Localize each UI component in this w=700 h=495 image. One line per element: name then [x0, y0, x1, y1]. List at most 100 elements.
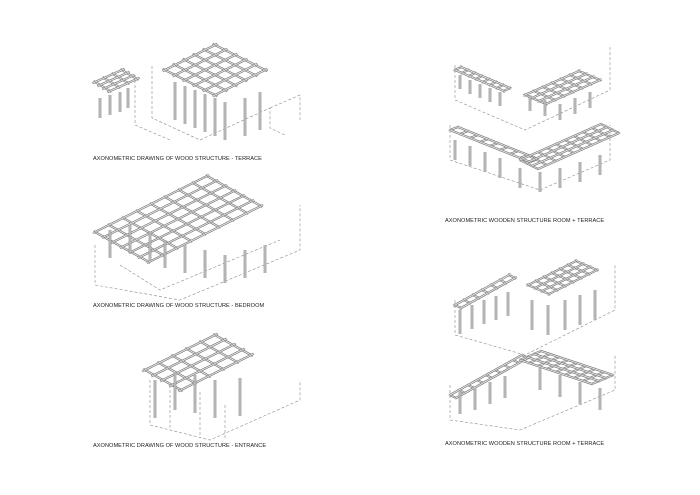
hidden-wall-outline	[134, 75, 171, 141]
timber-beam-highlight	[172, 63, 228, 92]
timber-beam-highlight	[591, 127, 611, 138]
timber-beam-highlight	[454, 357, 530, 399]
timber-beam-highlight	[518, 359, 594, 385]
timber-beam-highlight	[93, 80, 112, 93]
timber-beam-highlight	[453, 273, 511, 307]
timber-beam-highlight	[537, 151, 557, 162]
timber-beam-highlight	[202, 63, 258, 92]
timber-beam-highlight	[523, 69, 581, 97]
timber-beam-highlight	[534, 280, 559, 291]
timber-beam-highlight	[453, 69, 506, 92]
timber-beam-highlight	[119, 189, 237, 249]
timber-beam-highlight	[102, 74, 135, 90]
timber-beam-highlight	[182, 58, 238, 87]
timber-beam-highlight	[573, 135, 593, 146]
timber-beam-highlight	[528, 155, 548, 166]
entrance-structure-drawing	[141, 332, 301, 441]
timber-beam-highlight	[459, 66, 512, 89]
timber-beam-highlight	[558, 268, 583, 279]
timber-beam-highlight	[212, 43, 268, 72]
timber-beam-highlight	[92, 68, 125, 84]
timber-beam-highlight	[536, 132, 621, 170]
timber-beam-highlight	[542, 276, 567, 287]
timber-beam-highlight	[537, 356, 560, 367]
timber-beam-highlight	[160, 343, 236, 382]
terrace-structure-drawing	[91, 42, 301, 141]
timber-beam-highlight	[524, 126, 609, 164]
hidden-wall-outline	[449, 355, 616, 431]
timber-beam-highlight	[128, 194, 246, 254]
timber-beam-highlight	[519, 159, 539, 170]
timber-beam-highlight	[530, 129, 615, 167]
timber-beam-highlight	[539, 350, 615, 376]
timber-beam-highlight	[600, 123, 620, 134]
timber-beam-highlight	[448, 129, 532, 163]
timber-beam-highlight	[212, 68, 268, 97]
timber-beam-highlight	[162, 43, 218, 72]
timber-beam-highlight	[137, 199, 255, 259]
timber-beam-highlight	[573, 368, 596, 379]
hidden-wall-outline	[94, 205, 301, 301]
caption-terrace: AXONOMETRIC DRAWING OF WOOD STRUCTURE - …	[93, 156, 262, 162]
timber-beam-highlight	[120, 68, 139, 81]
timber-beam-highlight	[97, 71, 130, 87]
timber-beam-highlight	[555, 143, 575, 154]
timber-beam-highlight	[526, 284, 551, 295]
timber-beam-highlight	[582, 371, 605, 382]
timber-beam-highlight	[519, 350, 542, 361]
room-terrace-structure-drawing-2	[448, 259, 616, 431]
timber-beam-highlight	[568, 74, 593, 85]
timber-beam-highlight	[182, 53, 238, 82]
timber-beam-highlight	[526, 259, 578, 287]
timber-beam-highlight	[532, 353, 608, 379]
timber-beam-highlight	[169, 348, 245, 387]
timber-beam-highlight	[92, 174, 210, 234]
hidden-wall-outline	[454, 265, 616, 356]
timber-beam-highlight	[528, 353, 551, 364]
timber-beam-highlight	[107, 77, 140, 93]
hidden-wall-outline	[269, 94, 301, 120]
timber-beam-highlight	[162, 68, 218, 97]
hidden-wall-outline	[119, 239, 281, 291]
timber-beam-highlight	[550, 82, 575, 93]
timber-beam-highlight	[151, 338, 227, 377]
timber-beam-highlight	[532, 90, 557, 101]
timber-beam-highlight	[448, 354, 524, 396]
timber-beam-highlight	[550, 272, 575, 283]
timber-beam-highlight	[192, 53, 248, 82]
timber-beam-highlight	[582, 131, 602, 142]
timber-beam-highlight	[102, 76, 121, 89]
caption-entrance: AXONOMETRIC DRAWING OF WOOD STRUCTURE - …	[93, 443, 267, 449]
timber-beam-highlight	[192, 58, 248, 87]
timber-beam-highlight	[523, 94, 548, 105]
timber-beam-highlight	[555, 362, 578, 373]
timber-beam-highlight	[540, 265, 592, 293]
timber-beam-highlight	[172, 48, 228, 77]
timber-beam-highlight	[110, 184, 228, 244]
timber-beam-highlight	[591, 374, 614, 385]
timber-beam-highlight	[459, 276, 517, 310]
caption-room-terrace-1: AXONOMETRIC WOODEN STRUCTURE ROOM + TERR…	[445, 218, 605, 224]
hidden-wall-outline	[454, 45, 611, 131]
timber-beam-highlight	[518, 123, 603, 161]
timber-beam-highlight	[530, 72, 588, 100]
timber-beam-highlight	[111, 72, 130, 85]
timber-beam-highlight	[541, 86, 566, 97]
timber-beam-highlight	[142, 333, 218, 372]
timber-beam-highlight	[577, 70, 602, 81]
timber-beam-highlight	[537, 75, 595, 103]
room-terrace-structure-drawing-1	[448, 45, 621, 192]
bedroom-structure-drawing	[92, 173, 301, 301]
timber-beam-highlight	[559, 78, 584, 89]
hidden-wall-outline	[149, 380, 301, 441]
caption-room-terrace-2: AXONOMETRIC WOODEN STRUCTURE ROOM + TERR…	[445, 441, 605, 447]
timber-beam-highlight	[566, 264, 591, 275]
timber-beam-highlight	[178, 353, 254, 392]
timber-beam-highlight	[525, 356, 601, 382]
timber-beam-highlight	[456, 126, 540, 160]
timber-beam-highlight	[546, 147, 566, 158]
timber-beam-highlight	[546, 359, 569, 370]
timber-beam-highlight	[564, 365, 587, 376]
